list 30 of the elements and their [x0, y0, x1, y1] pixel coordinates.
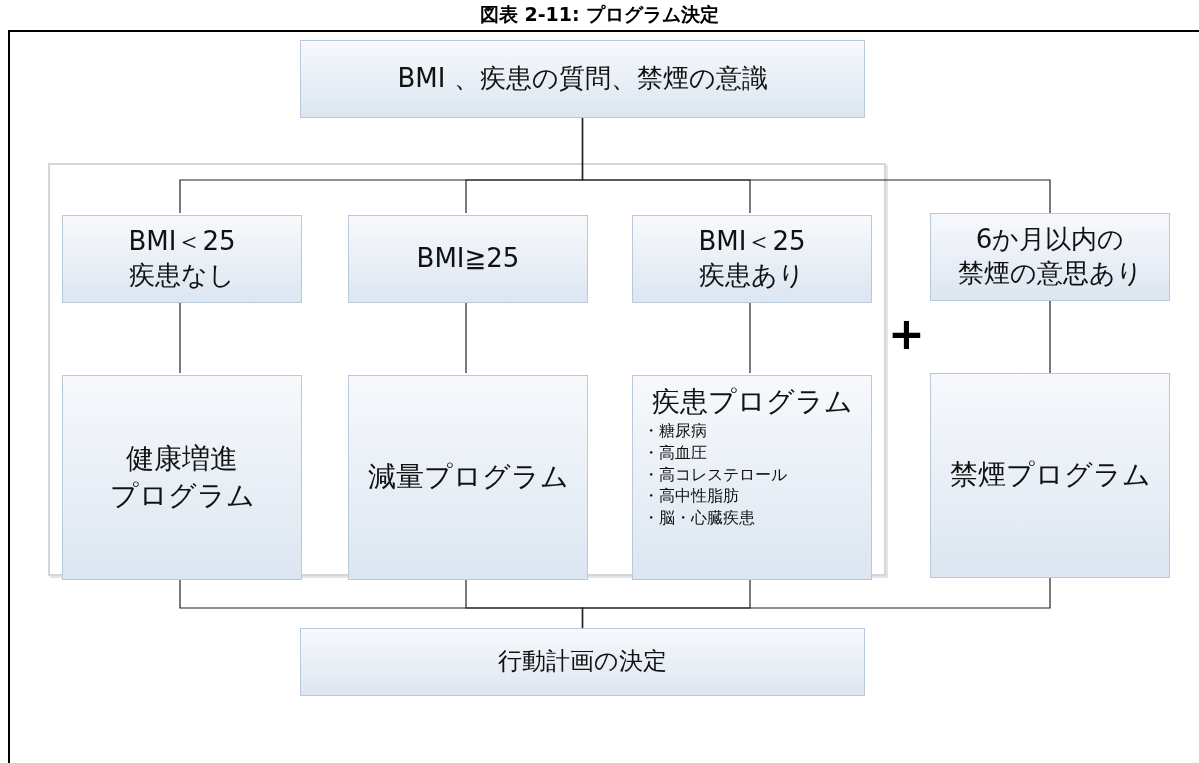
process-box — [62, 215, 302, 303]
process-box — [930, 213, 1170, 301]
list-item: ・脳・心臓疾患 — [643, 506, 755, 529]
box-text: 行動計画の決定 — [498, 646, 667, 678]
list-item: ・糖尿病 — [643, 420, 707, 442]
box-text: BMI＜25疾患あり — [698, 225, 806, 292]
process-box — [632, 375, 872, 580]
process-box — [348, 215, 588, 303]
process-box — [348, 375, 588, 580]
box-text: 健康増進プログラム — [109, 441, 255, 514]
title: 図表 2-11: プログラム決定 — [478, 2, 721, 27]
box-text: 禁煙プログラム — [949, 457, 1151, 494]
box-text: BMI≧25 — [416, 242, 520, 276]
box-text: BMI 、疾患の質問、禁煙の意識 — [397, 62, 768, 96]
process-box — [930, 373, 1170, 578]
connector-line — [581, 577, 1051, 629]
list-item: ・高血圧 — [643, 442, 707, 464]
connector-line — [1049, 300, 1051, 374]
process-box — [300, 628, 865, 696]
plus-sign: + — [888, 312, 925, 356]
process-box — [300, 40, 865, 118]
process-box — [632, 215, 872, 303]
connector-line — [581, 117, 1051, 214]
list-item: ・高コレステロール — [643, 463, 787, 486]
process-box — [62, 375, 302, 580]
box-text: BMI＜25疾患なし — [128, 225, 236, 292]
box-text: 6か月以内の禁煙の意思あり — [957, 223, 1143, 290]
box-text: 減量プログラム — [367, 459, 569, 496]
list-item: ・高中性脂肪 — [643, 485, 739, 507]
box-text: 疾患プログラム — [651, 384, 853, 420]
